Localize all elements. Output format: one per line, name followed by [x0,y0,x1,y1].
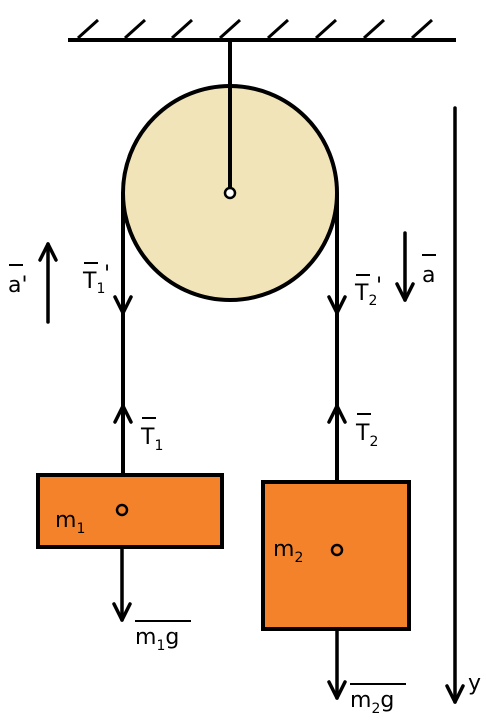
label-m1: m1 [55,508,85,537]
label-m1-base: m [55,508,76,533]
label-a-prime-base: a [8,273,21,298]
accel-a-arrowhead [395,282,415,302]
label-m1-sub: 1 [76,521,85,537]
label-a-prime-mark: ' [21,273,27,298]
svg-text:a': a' [8,273,28,298]
block-m1-center [115,503,129,517]
pulley-axle [223,186,237,200]
svg-text:m2g: m2g [350,688,394,717]
y-axis-arrowhead [445,684,465,704]
label-a-base: a [422,263,435,288]
label-m2g-sub: 2 [371,701,380,717]
label-a: a [422,254,436,288]
label-t2: T2 [355,413,378,450]
label-t1-prime-sub: 1 [96,281,105,297]
force-arrows [38,106,465,704]
label-t1-prime-mark: ' [104,262,110,287]
label-m2: m2 [273,537,303,566]
weight-m1g-arrowhead [112,602,132,622]
svg-text:T2: T2 [355,421,378,450]
label-t2-prime-mark: ' [376,274,382,299]
label-t1-sub: 1 [154,438,163,454]
label-t2-base: T [355,421,370,446]
label-t2-sub: 2 [369,434,378,450]
ceiling-support [68,18,456,42]
tension-t2-arrowhead [327,404,347,424]
label-t1-base: T [140,425,155,450]
svg-text:a: a [422,263,435,288]
label-m1g: m1g [135,620,191,654]
label-m1g-tail: g [165,625,179,650]
label-m2g-base: m [350,688,371,713]
label-m2g-tail: g [380,688,394,713]
weight-m2g-arrowhead [327,680,347,700]
label-t1-prime: T1 ' [82,262,110,297]
block-m2-center [330,543,344,557]
label-m2-base: m [273,537,294,562]
block-m1 [36,473,224,549]
label-t2-prime-sub: 2 [368,293,377,309]
label-m2g: m2g [350,683,406,717]
svg-text:T1: T1 [82,269,105,297]
label-m2-sub: 2 [294,550,303,566]
tension-t2-prime-arrowhead [327,295,347,315]
svg-text:T1: T1 [140,425,163,454]
tension-t1-prime-arrowhead [113,295,133,315]
ceiling-hatching [76,18,434,40]
label-m1g-base: m [135,625,156,650]
label-t2-prime: T2 ' [354,274,382,309]
label-m1g-sub: 1 [156,638,165,654]
accel-a-prime-arrowhead [38,242,58,262]
svg-text:T2: T2 [354,281,377,309]
label-a-prime: a' [8,264,28,298]
label-t2-prime-base: T [354,281,369,306]
label-t1-prime-base: T [82,269,97,294]
label-y-axis: y [468,671,481,696]
tension-t1-arrowhead [113,404,133,424]
svg-text:m1g: m1g [135,625,179,654]
label-t1: T1 [140,417,163,454]
